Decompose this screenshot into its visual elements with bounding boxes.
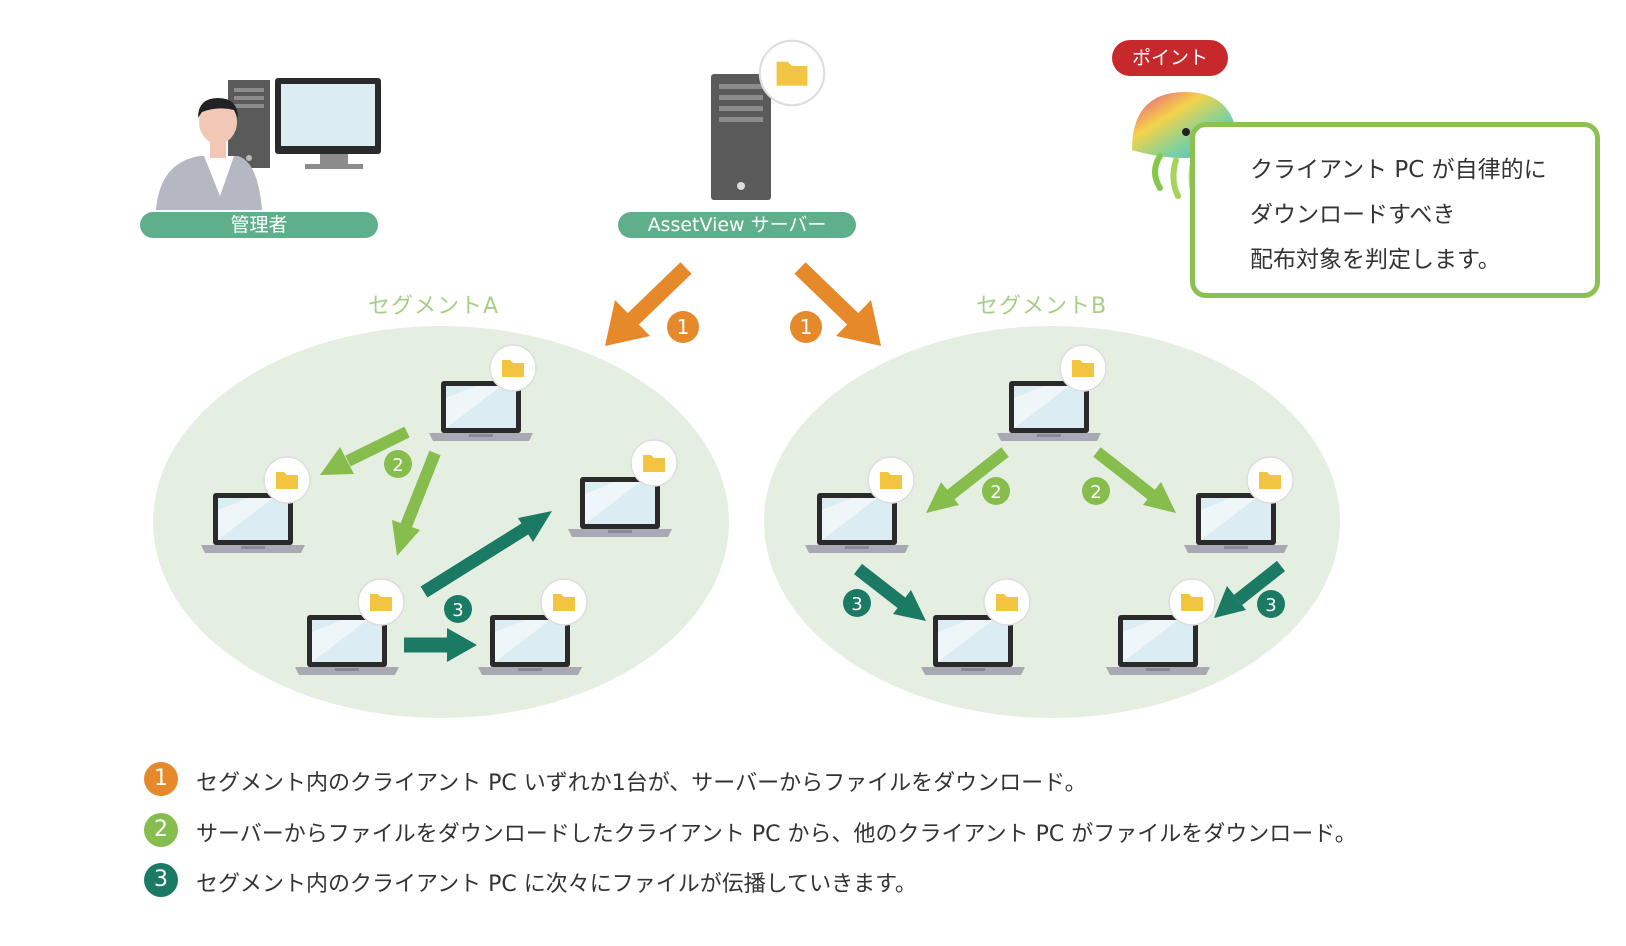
step3-marker-b-left <box>843 589 871 617</box>
legend-text-1: セグメント内のクライアント PC いずれか1台が、サーバーからファイルをダウンロ… <box>196 771 1087 796</box>
folder-icon <box>758 39 826 107</box>
legend-text-2: サーバーからファイルをダウンロードしたクライアント PC から、他のクライアント… <box>196 822 1357 847</box>
segment-a-title: セグメントA <box>368 294 500 319</box>
arrow-step1-left <box>605 262 692 346</box>
step2-number-b-right: 2 <box>1090 482 1101 503</box>
legend-text-3: セグメント内のクライアント PC に次々にファイルが伝播していきます。 <box>196 872 917 897</box>
folder-icon <box>263 456 311 504</box>
folder-icon <box>630 439 678 487</box>
folder-icon <box>983 578 1031 626</box>
legend-number-3: 3 <box>144 863 178 897</box>
admin-person-icon <box>156 78 381 210</box>
segment-a-area <box>153 326 729 718</box>
arrow-step3-b-left <box>854 563 926 621</box>
step3-number-b-left: 3 <box>851 594 862 615</box>
arrow-step2-b-left <box>926 447 1009 513</box>
arrow-step3-a-right <box>404 628 477 662</box>
step1-marker-left <box>667 311 699 343</box>
arrow-step3-a-up <box>420 511 552 598</box>
arrow-step2-b-right <box>1093 447 1176 513</box>
legend-number-2: 2 <box>144 813 178 847</box>
server-label: AssetView サーバー <box>618 212 856 238</box>
folder-icon <box>1059 344 1107 392</box>
point-callout-box <box>1190 122 1600 298</box>
step1-number-left: 1 <box>677 315 690 339</box>
step2-marker-a <box>384 450 412 478</box>
arrow-step3-b-right <box>1214 560 1286 618</box>
server-icon <box>711 74 771 200</box>
step2-number-a: 2 <box>392 455 403 476</box>
step1-number-right: 1 <box>800 315 813 339</box>
step2-number-b-left: 2 <box>990 482 1001 503</box>
step3-number-a: 3 <box>452 600 463 621</box>
folder-icon <box>1246 456 1294 504</box>
step3-marker-b-right <box>1257 590 1285 618</box>
folder-icon <box>489 344 537 392</box>
step2-marker-b-right <box>1082 477 1110 505</box>
arrow-step2-a-left <box>320 426 410 475</box>
arrow-step2-a-down <box>392 450 441 556</box>
point-line-2: ダウンロードすべき <box>1250 202 1456 228</box>
folder-icon <box>867 456 915 504</box>
folder-icon <box>357 578 405 626</box>
arrow-step1-right <box>794 262 881 346</box>
folder-icon <box>1168 578 1216 626</box>
point-line-1: クライアント PC が自律的に <box>1250 157 1547 183</box>
step1-marker-right <box>790 311 822 343</box>
step2-marker-b-left <box>982 477 1010 505</box>
folder-icon <box>540 578 588 626</box>
admin-label: 管理者 <box>140 212 378 238</box>
point-line-3: 配布対象を判定します。 <box>1250 247 1501 273</box>
step3-marker-a <box>444 595 472 623</box>
legend-number-1: 1 <box>144 762 178 796</box>
point-badge: ポイント <box>1112 40 1228 76</box>
segment-b-title: セグメントB <box>976 294 1108 319</box>
step3-number-b-right: 3 <box>1265 595 1276 616</box>
